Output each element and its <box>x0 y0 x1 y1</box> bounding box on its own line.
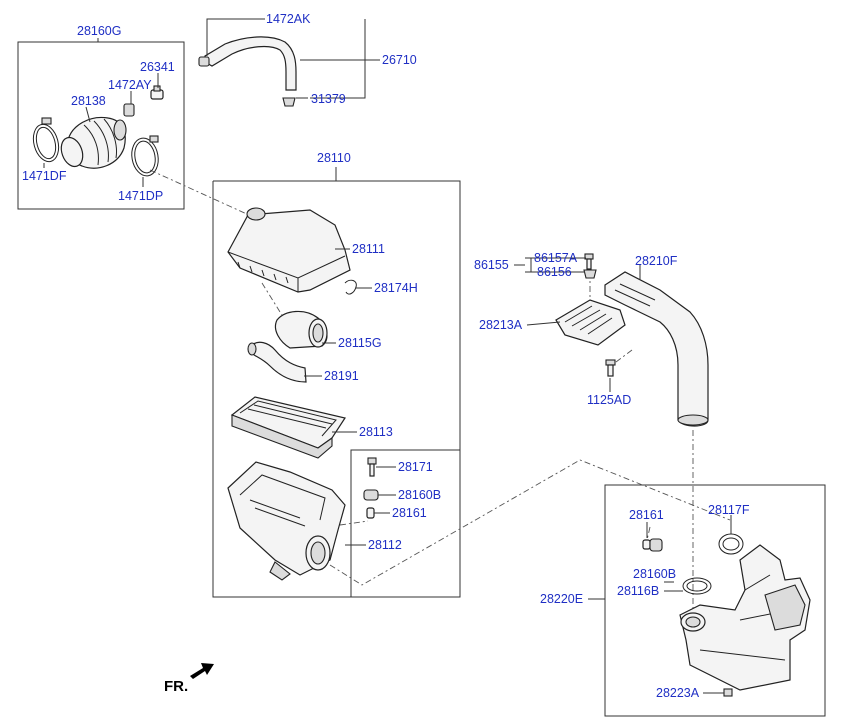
ring-28116B[interactable] <box>682 577 712 595</box>
intake-duct-28210F[interactable] <box>604 271 709 427</box>
group-frame-28220E <box>604 484 826 717</box>
label-28116B[interactable]: 28116B <box>617 584 659 598</box>
bolt-1125AD[interactable] <box>605 359 616 377</box>
clip-28174H[interactable] <box>344 279 357 295</box>
label-28191[interactable]: 28191 <box>324 369 359 383</box>
label-1472AY[interactable]: 1472AY <box>108 78 152 92</box>
hose-28138[interactable] <box>57 116 127 169</box>
resonator-28115G[interactable] <box>274 310 328 349</box>
label-28160G[interactable]: 28160G <box>77 24 121 38</box>
clamp-1471DP[interactable] <box>129 135 161 178</box>
bracket-28213A[interactable] <box>555 299 626 346</box>
breather-hose-26710[interactable] <box>198 36 297 91</box>
air-filter-element-28113[interactable] <box>230 396 346 459</box>
dash-link-28161b <box>646 526 651 541</box>
label-28220E[interactable]: 28220E <box>540 592 583 606</box>
label-28160B-right[interactable]: 28160B <box>633 567 676 581</box>
dash-link-28161-box <box>339 520 369 526</box>
label-28110[interactable]: 28110 <box>317 151 351 165</box>
bolt-86157A[interactable] <box>584 253 594 270</box>
pin-28161[interactable] <box>366 507 375 519</box>
front-direction-label: FR. <box>164 678 188 695</box>
label-28113[interactable]: 28113 <box>359 425 393 439</box>
label-28210F[interactable]: 28210F <box>635 254 678 268</box>
label-28160B[interactable]: 28160B <box>398 488 441 502</box>
ring-28117F[interactable] <box>718 533 744 555</box>
clip-31379[interactable] <box>282 97 296 107</box>
label-86157A[interactable]: 86157A <box>534 251 578 265</box>
grommet-28160B-right[interactable] <box>649 538 663 552</box>
group-frame-28160G <box>17 41 185 210</box>
dash-link-1471dp-28110 <box>149 169 261 221</box>
air-cleaner-case-28112[interactable] <box>227 461 346 581</box>
label-1125AD[interactable]: 1125AD <box>587 393 631 407</box>
label-28117F[interactable]: 28117F <box>708 503 750 517</box>
label-28138[interactable]: 28138 <box>71 94 106 108</box>
label-28111[interactable]: 28111 <box>352 242 385 256</box>
label-28112[interactable]: 28112 <box>368 538 402 552</box>
hose-28191[interactable] <box>247 341 307 383</box>
label-31379[interactable]: 31379 <box>311 92 346 106</box>
clamp-1471DF[interactable] <box>29 117 62 164</box>
front-arrow-icon <box>190 663 214 679</box>
sensor-26341[interactable] <box>150 85 164 100</box>
label-28115G[interactable]: 28115G <box>338 336 382 350</box>
label-86156[interactable]: 86156 <box>537 265 572 279</box>
bolt-28171[interactable] <box>367 457 377 477</box>
air-cleaner-cover-28111[interactable] <box>227 207 351 293</box>
resonator-28220E[interactable] <box>679 544 811 691</box>
label-28174H[interactable]: 28174H <box>374 281 418 295</box>
clip-28223A[interactable] <box>723 688 733 697</box>
pin-28161-right[interactable] <box>642 539 651 550</box>
grommet-1472AY[interactable] <box>123 103 135 117</box>
dash-link-filter-box <box>261 282 286 321</box>
label-28213A[interactable]: 28213A <box>479 318 523 332</box>
dash-link-28112-28220E <box>329 459 731 586</box>
label-1471DF[interactable]: 1471DF <box>22 169 67 183</box>
grommet-28160B[interactable] <box>363 489 379 501</box>
leader-lines <box>43 18 732 694</box>
group-frame-28110-lower <box>350 450 461 598</box>
nut-86156[interactable] <box>583 269 597 279</box>
label-26710[interactable]: 26710 <box>382 53 417 67</box>
label-86155[interactable]: 86155 <box>474 258 509 272</box>
dash-link-1125ad <box>611 349 633 366</box>
label-28161-right[interactable]: 28161 <box>629 508 664 522</box>
label-1472AK[interactable]: 1472AK <box>266 12 311 26</box>
label-28171[interactable]: 28171 <box>398 460 433 474</box>
label-1471DP[interactable]: 1471DP <box>118 189 163 203</box>
label-28161[interactable]: 28161 <box>392 506 427 520</box>
label-26341[interactable]: 26341 <box>140 60 175 74</box>
label-28223A[interactable]: 28223A <box>656 686 700 700</box>
